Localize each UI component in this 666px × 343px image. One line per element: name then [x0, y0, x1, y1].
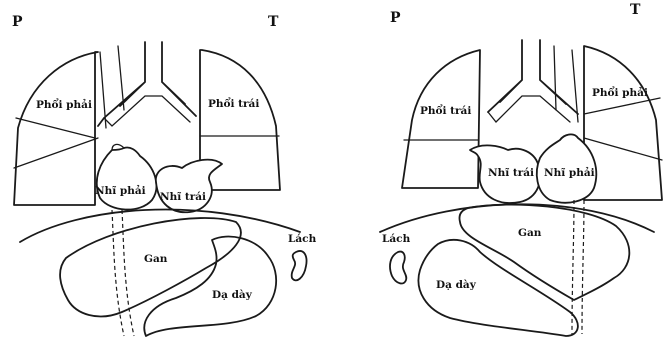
left-corner-t: T: [268, 14, 279, 30]
left-atrium-right-shape: [97, 147, 157, 209]
left-diaphragm: [20, 209, 300, 242]
right-diaphragm: [380, 204, 654, 232]
right-atrium-a-label: Nhĩ trái: [488, 167, 534, 179]
right-corner-p: P: [390, 10, 401, 26]
left-spleen-label: Lách: [288, 233, 317, 245]
right-ivc-2: [582, 200, 584, 334]
left-liver-shape: [60, 218, 241, 316]
right-lung-b-fissure-1: [584, 98, 660, 114]
right-stomach-label: Dạ dày: [436, 279, 477, 291]
left-corner-p: P: [12, 14, 23, 30]
left-stomach-label: Dạ dày: [212, 289, 253, 301]
left-atrium-right-label: Nhĩ phải: [95, 184, 146, 197]
right-trachea: [488, 40, 578, 114]
left-spleen-shape: [292, 251, 307, 280]
left-lung-left-label: Phổi trái: [208, 96, 259, 110]
left-ivc-1: [112, 210, 124, 336]
right-atrium-b-label: Nhĩ phải: [544, 166, 595, 179]
left-lung-right-label: Phổi phải: [36, 97, 92, 111]
right-liver-label: Gan: [518, 227, 542, 239]
right-spleen-label: Lách: [382, 233, 411, 245]
right-lung-a-shape: [402, 50, 480, 188]
left-vessels: [100, 46, 124, 128]
panel-inversus: P T Phổi trái Phổi phải Nhĩ trái Nhĩ phả…: [380, 2, 662, 336]
left-lung-right-fissure-2: [14, 138, 98, 168]
right-spleen-shape: [390, 252, 406, 284]
left-liver-label: Gan: [144, 253, 168, 265]
right-liver-shape: [459, 205, 629, 300]
left-bronchi: [104, 96, 190, 126]
right-lung-a-label: Phổi trái: [420, 103, 471, 117]
right-corner-t: T: [630, 2, 641, 18]
left-atrium-left-shape: [156, 160, 222, 213]
left-stomach-shape: [144, 237, 276, 336]
left-lung-right-fissure-1: [16, 118, 95, 138]
right-lung-b-label: Phổi phải: [592, 85, 648, 99]
right-lung-b-fissure-2: [584, 138, 662, 160]
left-atrium-left-label: Nhĩ trái: [160, 191, 206, 203]
panel-normal: P T Phổi phải Phổi trái Nhĩ phải Nhĩ trá…: [12, 14, 317, 336]
